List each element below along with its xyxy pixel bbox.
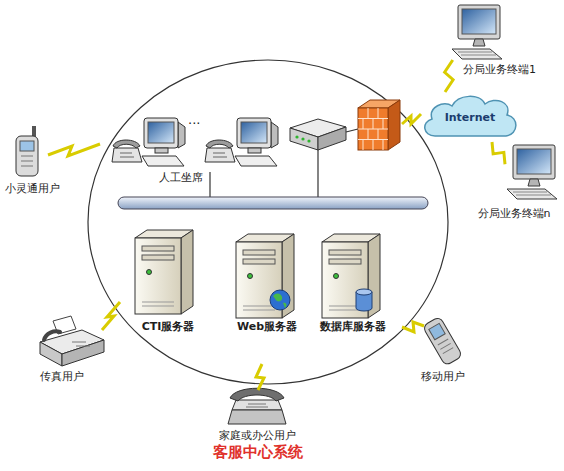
home-phone-base: [228, 410, 286, 424]
node-label: 移动用户: [421, 370, 465, 383]
fax-user-node: 传真用户: [38, 318, 104, 366]
wireless-bolt: [402, 322, 424, 332]
terminal-icon: [452, 5, 502, 59]
router-led: [307, 139, 310, 142]
mobile-phone: [422, 316, 462, 366]
wireless-link: [492, 142, 505, 164]
router-front: [290, 128, 318, 150]
fax-side: [62, 340, 104, 366]
router-firewall-link: [346, 129, 358, 132]
mobile-user-node: 移动用户: [420, 318, 466, 366]
phone-keys: [21, 156, 33, 166]
fax-front: [40, 342, 62, 366]
phone-screen: [20, 141, 34, 151]
wireless-link: [445, 60, 453, 92]
mobile-keys: [438, 339, 453, 354]
system-boundary: [88, 60, 448, 384]
handset-phone: [16, 136, 38, 176]
globe-land: [273, 293, 286, 308]
firewall-front: [358, 108, 388, 150]
terminal-node: 分局业务终端1: [450, 5, 505, 60]
wireless-bolt: [402, 114, 421, 124]
cloud-label: Internet: [445, 111, 496, 124]
node-label: 分局业务终端1: [463, 63, 536, 76]
terminal-icon: [507, 145, 557, 199]
workstation-icon: [205, 118, 278, 166]
mobile-screen: [429, 323, 445, 339]
server-node: CTI服务器: [135, 228, 201, 318]
brick-lines: [358, 108, 388, 150]
fax-keys: [72, 342, 90, 346]
wireless-bolt: [102, 302, 120, 330]
cloud-outline: [425, 96, 516, 136]
node-label: 传真用户: [40, 370, 84, 383]
database-top: [356, 289, 372, 295]
wireless-bolt: [48, 144, 100, 156]
home-phone-keys: [246, 404, 268, 407]
home-user-node: 家庭或办公用户: [228, 385, 286, 425]
network-bus: [118, 197, 428, 209]
workstation-icon: [112, 118, 185, 166]
node-label: 人工坐席: [159, 171, 203, 184]
home-phone-handset: [230, 388, 284, 401]
server-icon: [236, 234, 294, 318]
server-node: 数据库服务器: [322, 232, 384, 318]
router-led: [301, 137, 304, 140]
router-side: [318, 127, 346, 150]
mobile-body: [422, 316, 462, 366]
globe-symbol: [270, 290, 290, 310]
node-label: Web服务器: [237, 320, 297, 333]
node-label: 家庭或办公用户: [219, 429, 296, 442]
ellipsis-label: ...: [188, 112, 200, 127]
server-icon: [322, 234, 380, 318]
server-icon: [135, 230, 193, 314]
diagram-title: 客服中心系统: [213, 443, 303, 462]
terminal-node: 分局业务终端n: [505, 145, 557, 200]
node-label: CTI服务器: [142, 320, 195, 333]
firewall-side: [388, 100, 400, 150]
home-phone-top: [232, 400, 282, 410]
phone-user-node: 小灵通用户: [14, 126, 44, 176]
wireless-bolt: [256, 364, 264, 390]
server-node: Web服务器: [236, 232, 298, 318]
fax-handset: [44, 331, 60, 340]
bus-drop-line: [317, 150, 318, 197]
router-led: [295, 135, 298, 138]
bus-drop-line: [209, 172, 210, 197]
node-label: 分局业务终端n: [478, 207, 551, 220]
cloud-node: Internet: [420, 92, 520, 142]
node-label: 小灵通用户: [5, 182, 60, 195]
node-label: 数据库服务器: [320, 320, 386, 333]
